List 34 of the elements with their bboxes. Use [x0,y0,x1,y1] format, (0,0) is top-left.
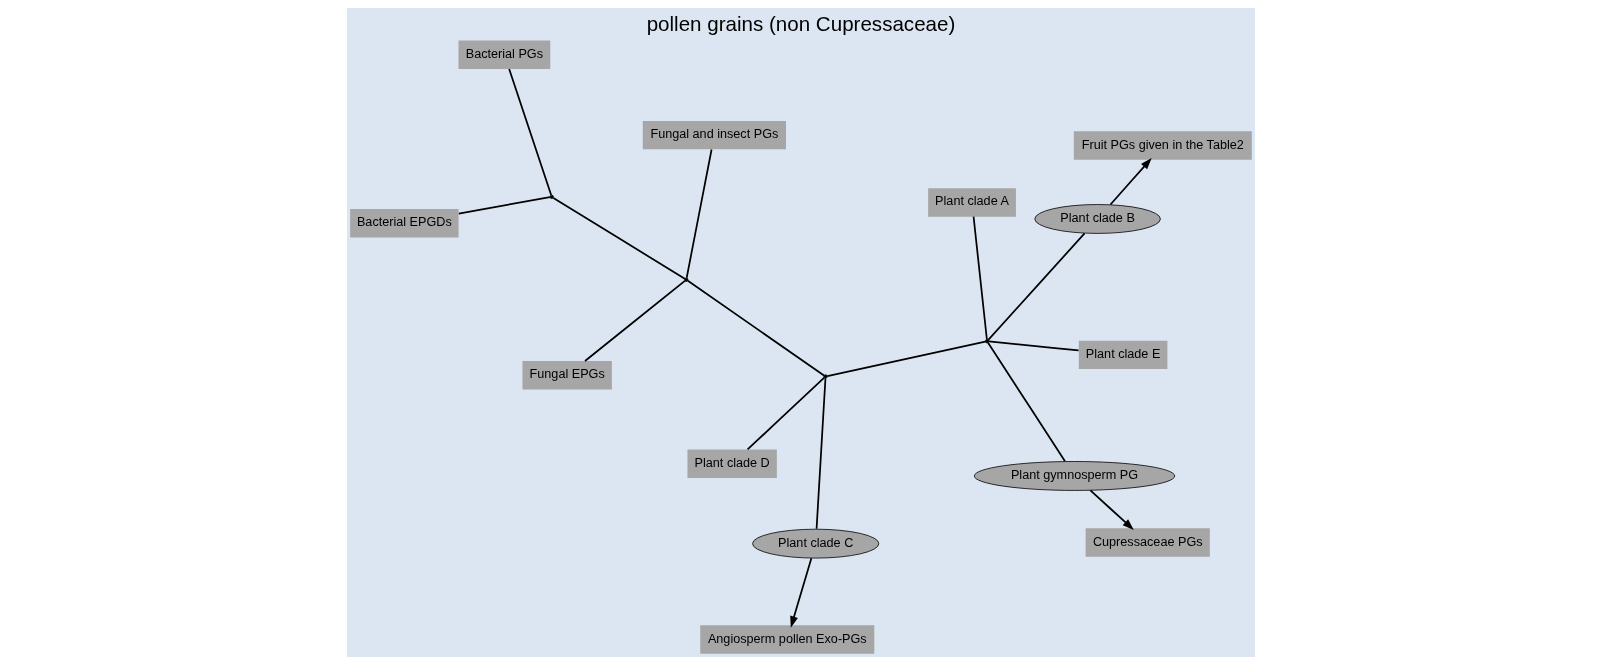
arrow [1089,489,1134,530]
node-box: Bacterial PGs [458,40,551,69]
node-box: Cupressaceae PGs [1085,528,1210,557]
node-point [684,277,689,282]
connector [972,215,988,341]
connector [685,148,713,279]
connector [508,68,552,196]
node-box: Fruit PGs given in the Table2 [1073,131,1252,160]
arrow [790,557,813,628]
node-box: Bacterial EPGDs [350,209,459,238]
connector [987,340,1080,352]
node-box: Plant clade A [928,188,1016,217]
node-box: Plant clade E [1078,340,1168,370]
connector [687,279,825,377]
node-ellipse: Plant gymnosperm PG [973,461,1176,491]
node-point [549,194,554,199]
connector [457,196,551,215]
node-box: Fungal and insect PGs [642,120,786,150]
connector [987,232,1086,341]
arrow [1109,158,1152,206]
node-point [984,339,990,344]
node-box: Fungal EPGs [522,361,612,390]
node-point [823,374,828,379]
connector [826,340,987,377]
node-ellipse: Plant clade C [752,528,880,559]
connector [746,376,826,451]
node-box: Angiosperm pollen Exo-PGs [700,625,875,654]
node-ellipse: Plant clade B [1034,204,1161,234]
connector [815,377,827,530]
diagram-title: pollen grains (non Cupressaceae) [646,11,956,35]
connector [987,341,1066,463]
connector [584,280,686,362]
node-box: Plant clade D [687,449,777,479]
connector [552,197,686,280]
